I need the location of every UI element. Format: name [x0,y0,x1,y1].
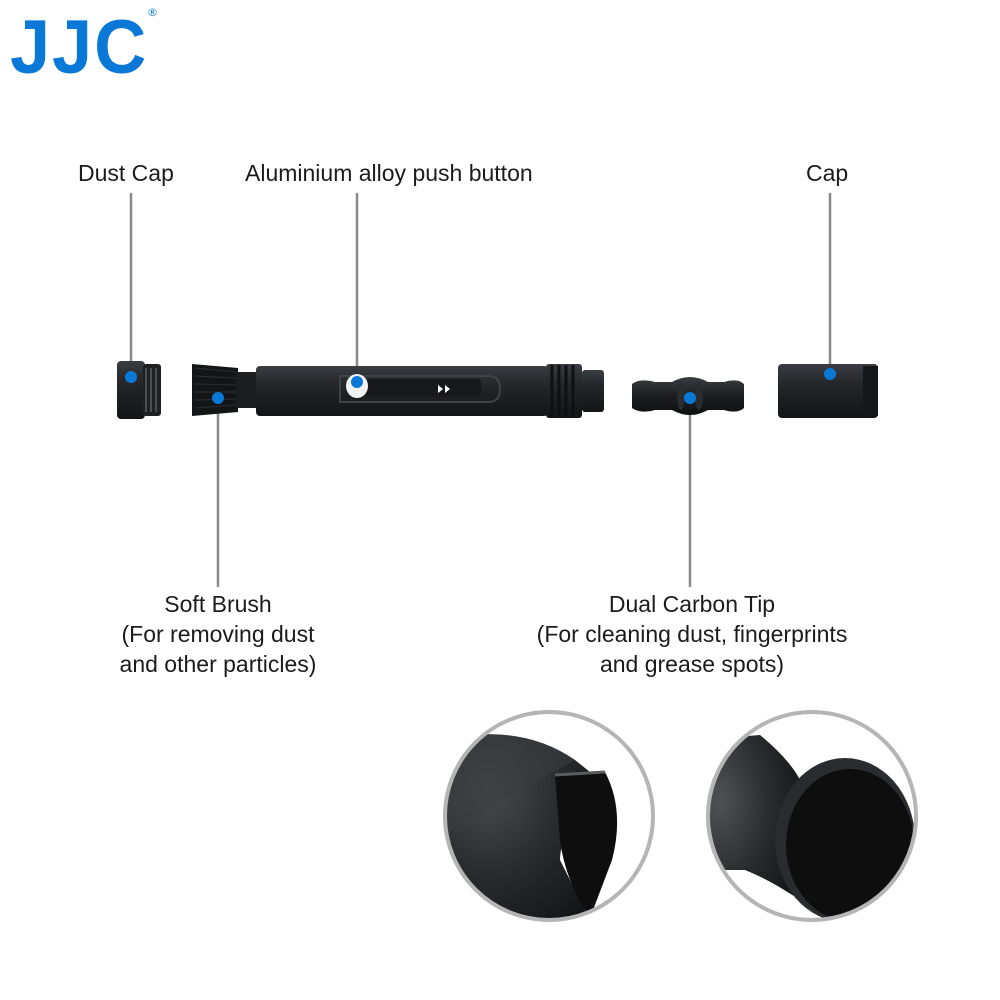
cap-part [778,364,878,418]
marker-dot-dust-cap [125,371,137,383]
label-carbon-tip: Dual Carbon Tip (For cleaning dust, fing… [480,589,904,679]
soft-brush-line2: (For removing dust [121,621,315,647]
label-soft-brush: Soft Brush (For removing dust and other … [70,589,366,679]
label-push-button: Aluminium alloy push button [245,160,533,186]
zoom-circle-round-tip [706,710,918,922]
soft-brush-title: Soft Brush [164,591,272,617]
marker-dots [125,368,836,404]
label-dust-cap: Dust Cap [78,160,174,186]
carbon-tip-title: Dual Carbon Tip [608,591,776,617]
marker-dot-carbon-tip [684,392,696,404]
pen-body-part [256,364,604,418]
brand-logo: JJC [10,5,149,90]
zoom-circle-flat-tip [443,710,655,922]
dust-cap-part [117,361,161,419]
marker-dot-soft-brush [212,392,224,404]
carbon-tip-line3: and grease spots) [599,651,785,677]
soft-brush-line3: and other particles) [119,651,317,677]
label-cap: Cap [806,160,849,186]
marker-dot-push-button [351,376,363,388]
carbon-tip-line2: (For cleaning dust, fingerprints [536,621,848,647]
marker-dot-cap [824,368,836,380]
soft-brush-part [192,364,258,416]
registered-mark: ® [147,6,158,19]
leader-lines [129,193,832,587]
